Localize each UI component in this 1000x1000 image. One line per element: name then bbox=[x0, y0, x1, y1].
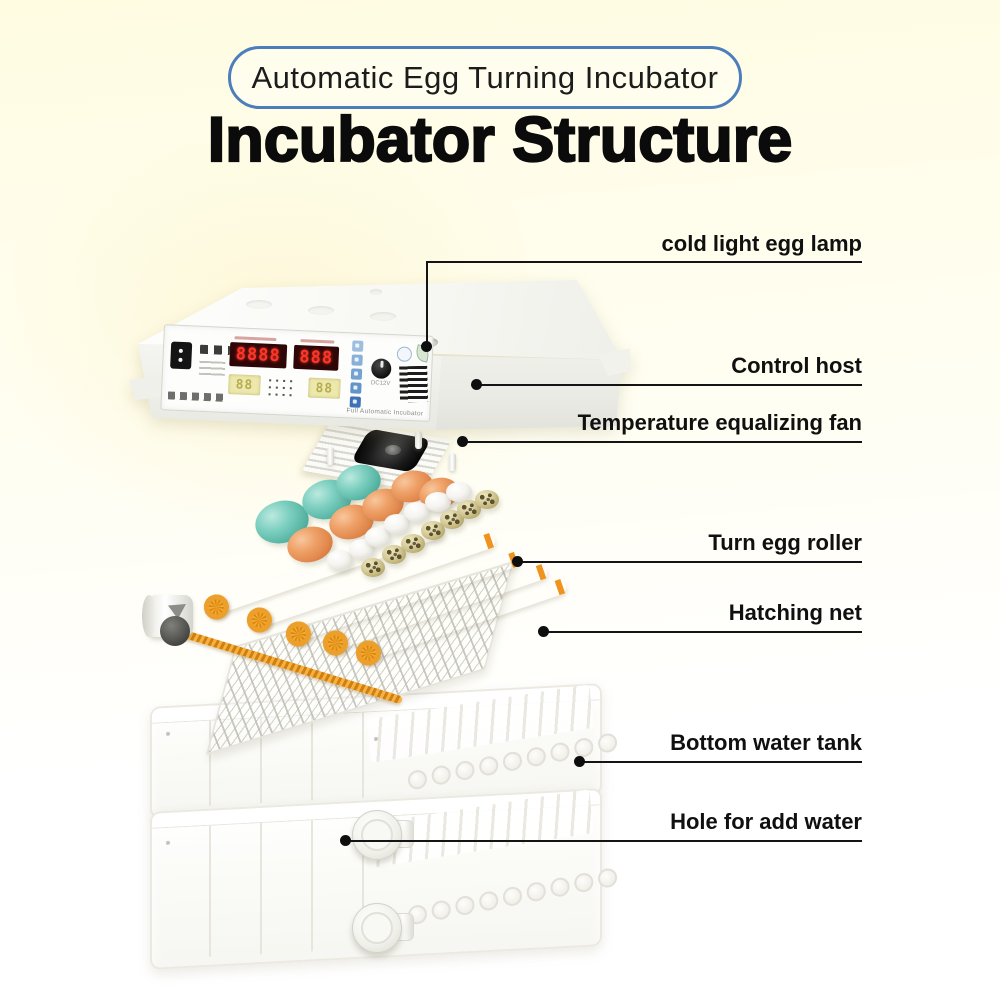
motor-bracket bbox=[160, 616, 190, 646]
roller-orange-band bbox=[483, 532, 494, 550]
brand-logo-icon bbox=[396, 346, 413, 362]
certification-icons bbox=[167, 391, 225, 402]
callout-line-net bbox=[544, 631, 862, 633]
callout-line-water-tank bbox=[580, 761, 862, 763]
water-fill-cap-upper bbox=[352, 810, 402, 860]
fan-post bbox=[327, 447, 334, 465]
egg-quail bbox=[457, 500, 481, 519]
egg-quail bbox=[361, 558, 385, 577]
spec-icons bbox=[199, 344, 231, 356]
egg-white bbox=[425, 492, 451, 512]
label-hole-for-add-water: Hole for add water bbox=[670, 809, 862, 834]
temperature-led-display: 888 bbox=[293, 344, 340, 371]
egg-white bbox=[446, 482, 472, 502]
egg-quail bbox=[382, 545, 406, 564]
top-recess bbox=[246, 300, 272, 309]
page-title: Incubator Structure bbox=[207, 104, 794, 176]
label-cold-light-egg-lamp: cold light egg lamp bbox=[661, 231, 862, 256]
egg-white bbox=[384, 514, 410, 534]
egg-white bbox=[404, 502, 430, 522]
callout-line-egg-lamp bbox=[426, 262, 428, 348]
tank-channel-holes bbox=[406, 866, 619, 926]
egg-quail bbox=[475, 490, 499, 509]
fan-hub bbox=[385, 445, 401, 455]
setting-buttons-grid bbox=[265, 376, 295, 399]
panel-button bbox=[350, 368, 363, 380]
egg-turn-led-display: 8888 bbox=[229, 342, 288, 369]
tank-dividers bbox=[160, 817, 367, 960]
vent-grille bbox=[399, 365, 429, 403]
header-badge: Automatic Egg Turning Incubator bbox=[228, 46, 742, 109]
roller-gear bbox=[243, 604, 276, 636]
top-recess bbox=[308, 306, 334, 315]
callout-line-control-host bbox=[477, 384, 862, 386]
badge-text: Automatic Egg Turning Incubator bbox=[251, 59, 719, 95]
control-host-device: 8888 888 88 88 DC12V Full Automatic Incu… bbox=[130, 268, 630, 448]
callout-line-egg-lamp bbox=[426, 261, 862, 263]
label-bottom-water-tank: Bottom water tank bbox=[670, 730, 862, 755]
callout-dot-water-hole bbox=[340, 835, 351, 846]
yellow-led-display-left: 88 bbox=[228, 374, 261, 396]
callout-dot-water-tank bbox=[574, 756, 585, 767]
callout-line-roller bbox=[518, 561, 862, 563]
knob-label: DC12V bbox=[370, 380, 391, 388]
callout-line-water-hole bbox=[346, 840, 862, 842]
egg-quail bbox=[401, 534, 425, 553]
roller-gear bbox=[200, 591, 233, 623]
display-label-bar bbox=[300, 339, 335, 344]
panel-brand-text: Full Automatic Incubator bbox=[346, 407, 424, 418]
label-equalizing-fan: Temperature equalizing fan bbox=[577, 410, 862, 435]
host-right-face bbox=[436, 356, 622, 430]
fan-post bbox=[415, 431, 422, 449]
dc-power-knob bbox=[370, 358, 392, 380]
yellow-led-display-right: 88 bbox=[307, 377, 341, 399]
label-hatching-net: Hatching net bbox=[728, 600, 862, 625]
roller-orange-band bbox=[554, 579, 566, 596]
egg-quail bbox=[421, 521, 445, 540]
callout-dot-fan bbox=[457, 436, 468, 447]
panel-button bbox=[350, 382, 362, 394]
power-socket bbox=[170, 341, 193, 370]
fan-post bbox=[449, 453, 456, 471]
panel-button bbox=[351, 340, 364, 352]
callout-dot-control-host bbox=[471, 379, 482, 390]
label-turn-egg-roller: Turn egg roller bbox=[708, 530, 862, 555]
panel-button bbox=[351, 354, 363, 366]
egg-white bbox=[365, 527, 391, 547]
egg-white bbox=[327, 550, 353, 570]
label-control-host: Control host bbox=[731, 353, 862, 378]
panel-button bbox=[349, 396, 362, 408]
control-panel: 8888 888 88 88 DC12V Full Automatic Incu… bbox=[160, 324, 434, 422]
roller-orange-band bbox=[535, 564, 547, 581]
callout-dot-egg-lamp bbox=[421, 341, 432, 352]
top-vent-hole bbox=[370, 289, 382, 295]
display-label-bar bbox=[234, 336, 277, 342]
callout-line-fan bbox=[463, 441, 862, 443]
callout-dot-net bbox=[538, 626, 549, 637]
callout-dot-roller bbox=[512, 556, 523, 567]
spec-text-lines bbox=[198, 360, 226, 376]
water-fill-cap-lower bbox=[352, 903, 402, 953]
top-recess bbox=[370, 312, 396, 321]
